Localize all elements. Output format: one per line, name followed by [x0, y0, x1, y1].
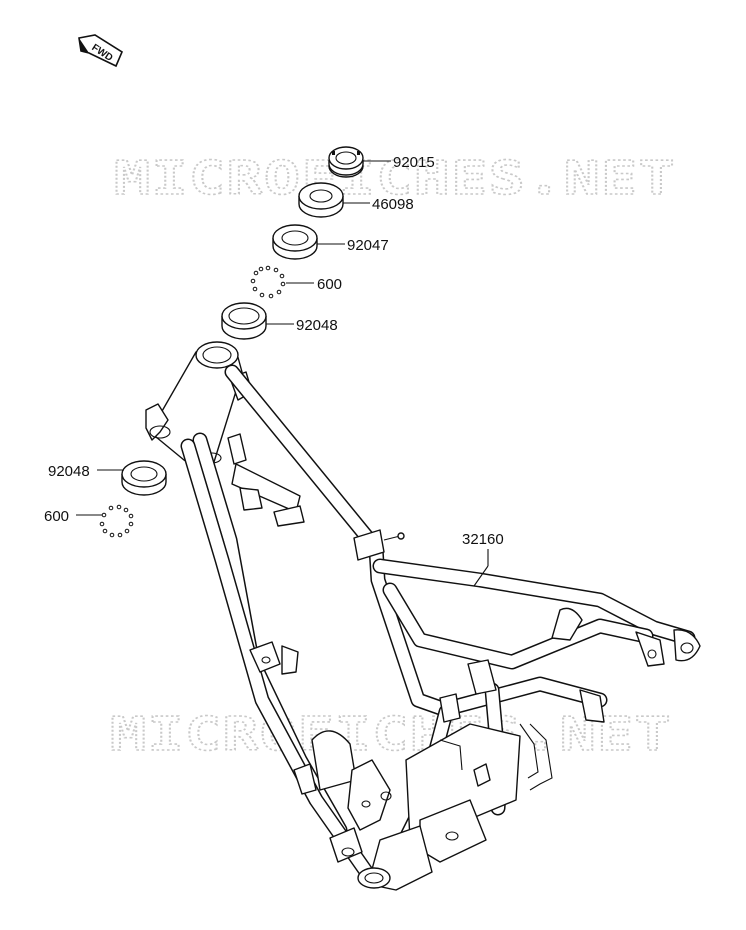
part-label: 92047 — [347, 237, 389, 254]
part-600-ball-bearing-ring — [250, 265, 286, 299]
part-label: 92048 — [296, 317, 338, 334]
part-label: 92048 — [48, 463, 90, 480]
part-600-ball-bearing-ring-lower — [99, 504, 134, 538]
part-label: 32160 — [462, 531, 504, 548]
part-32160-frame — [145, 341, 701, 891]
part-92048-upper-race — [221, 302, 267, 340]
part-92048-lower-race — [121, 460, 167, 496]
part-92015-nut — [328, 146, 364, 178]
part-label: 46098 — [372, 196, 414, 213]
watermark-bottom: MICROFICHES.NET — [110, 707, 672, 761]
part-label: 600 — [317, 276, 342, 293]
part-label: 600 — [44, 508, 69, 525]
part-46098-washer — [298, 182, 344, 218]
leader-line — [473, 565, 489, 587]
part-92047-race — [272, 224, 318, 260]
watermark-top: MICROFICHES.NET — [114, 151, 676, 205]
part-label: 92015 — [393, 154, 435, 171]
fwd-arrow-icon: FWD — [78, 34, 124, 68]
